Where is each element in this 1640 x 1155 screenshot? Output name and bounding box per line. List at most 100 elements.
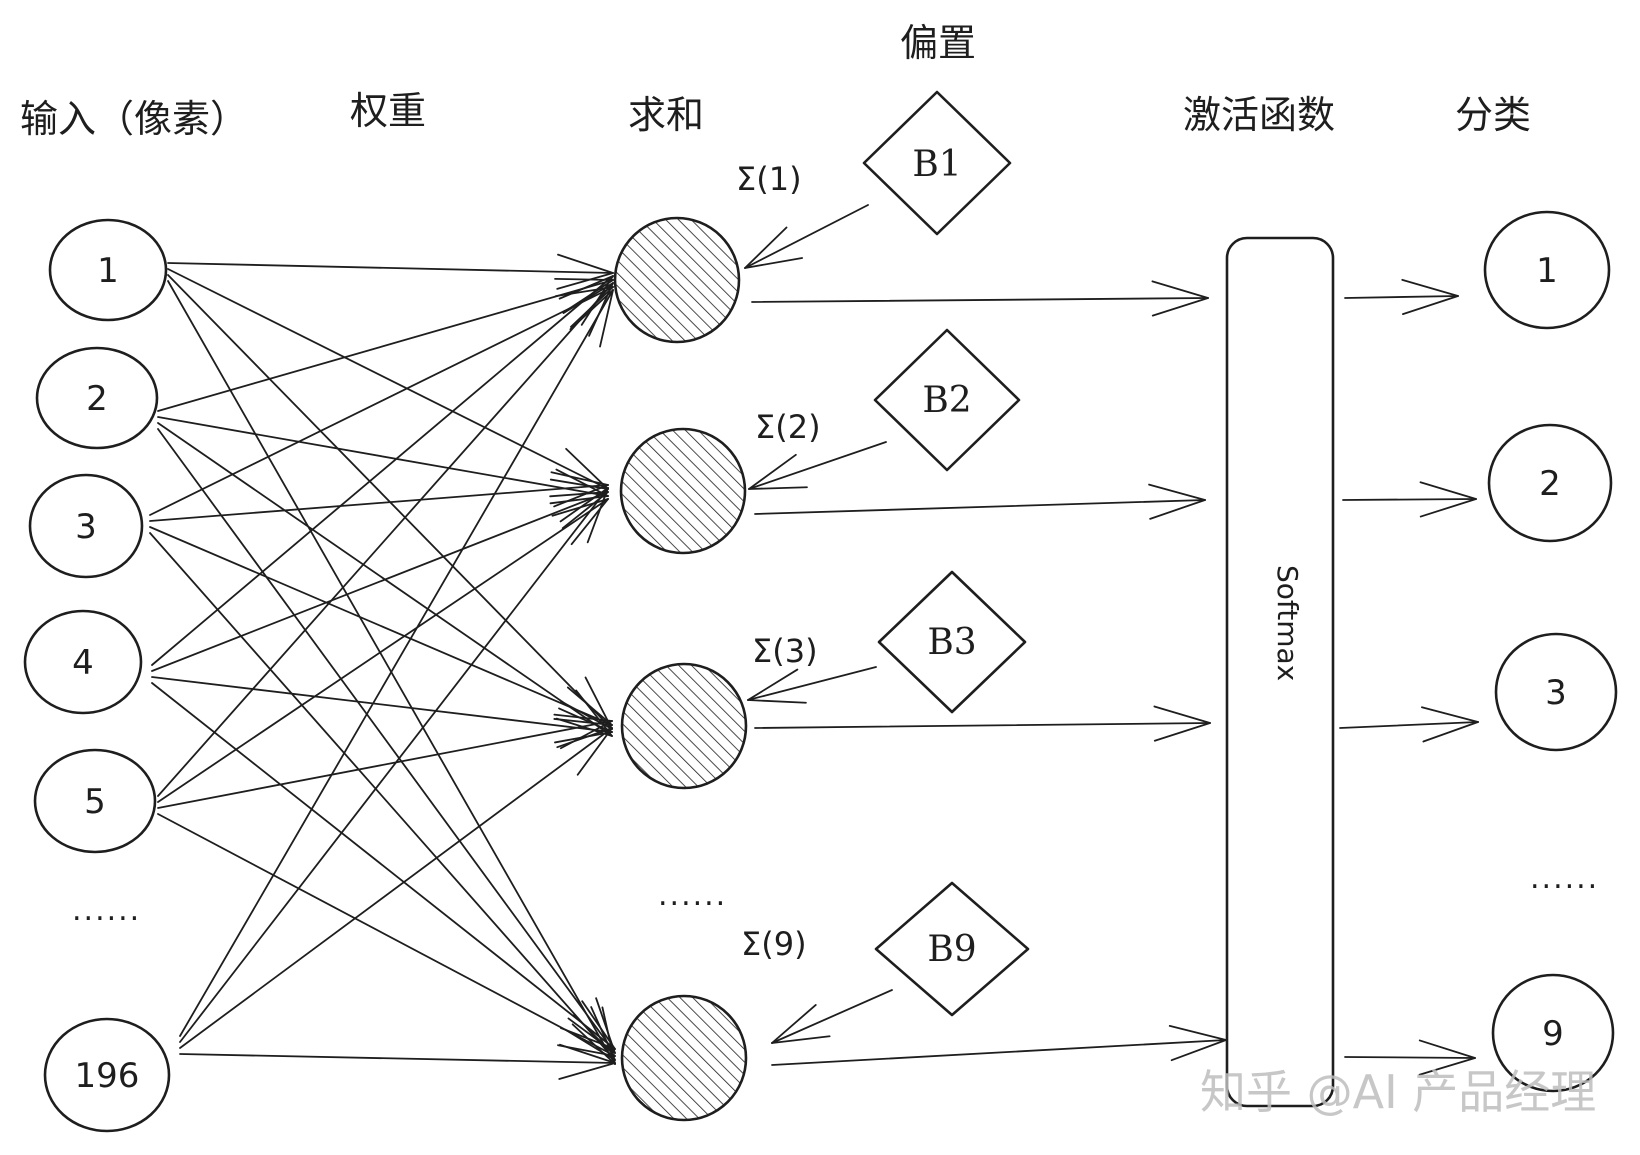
bias-to-sum-arrow-head: [744, 257, 804, 269]
weight-connection-head: [558, 707, 613, 733]
weight-connection: [151, 491, 609, 672]
sum-node: Σ(9): [620, 925, 807, 1122]
weight-connection-head: [569, 289, 614, 331]
softmax-to-output-arrow-head: [1401, 278, 1459, 297]
input-node-label: 1: [97, 251, 119, 291]
bias-node: B1: [862, 90, 1012, 236]
output-node-label: 3: [1545, 673, 1567, 713]
bias-to-sum-arrow-head: [771, 1035, 831, 1044]
weight-connection: [149, 526, 613, 726]
softmax-to-output-arrow-head: [1418, 1057, 1476, 1076]
weight-connection-head: [555, 468, 609, 497]
bias-to-sum-arrow: [771, 989, 893, 1044]
weight-connection: [179, 727, 613, 1049]
weight-connection: [179, 487, 609, 1043]
sum-node-label: Σ(2): [755, 408, 821, 446]
softmax-to-output-arrow-head: [1420, 706, 1479, 723]
weight-connection-head: [599, 289, 614, 348]
output-node: 3: [1494, 632, 1618, 752]
flow-arrows: [744, 204, 1479, 1076]
output-layer: 1 2 3 ...... 9: [1483, 210, 1618, 1093]
input-layer: 1 2 3 4 5 ...... 196: [23, 218, 171, 1133]
sum-to-softmax-arrow: [751, 297, 1209, 303]
header-input: 输入（像素）: [20, 97, 248, 141]
weight-connection: [157, 416, 609, 497]
weight-connections: [149, 253, 616, 1080]
weight-connection: [179, 1053, 616, 1064]
weight-connection-head: [576, 727, 613, 776]
softmax-to-output-arrow: [1344, 295, 1459, 299]
softmax-to-output-arrow: [1344, 1056, 1476, 1059]
bias-node: B3: [877, 570, 1027, 714]
output-node-label: 2: [1539, 464, 1561, 504]
output-node: 2: [1487, 423, 1613, 543]
sum-to-softmax-arrow-head: [1151, 297, 1209, 317]
output-node: 9: [1491, 973, 1615, 1093]
sum-to-softmax-arrow-head: [1151, 280, 1209, 299]
bias-to-sum-arrow-head: [747, 668, 799, 701]
output-node-label: 9: [1542, 1014, 1564, 1054]
bias-node-label: B1: [912, 144, 961, 185]
input-node: 2: [35, 346, 159, 450]
bias-to-sum-arrow-head: [748, 486, 808, 490]
bias-node: B2: [873, 328, 1021, 472]
input-node: 4: [23, 609, 143, 715]
sum-to-softmax-arrow: [771, 1039, 1227, 1066]
weight-connection-head: [556, 272, 614, 290]
header-weights: 权重: [350, 89, 426, 133]
weight-connection-head: [558, 1062, 616, 1080]
softmax-to-output-arrow-head: [1419, 498, 1477, 518]
softmax-to-output-arrow-head: [1422, 721, 1479, 743]
weight-connection: [151, 682, 616, 1050]
input-node-label: 5: [84, 782, 106, 822]
weight-connection-head: [549, 491, 609, 498]
weight-connection-head: [566, 686, 613, 726]
weight-connection-head: [553, 713, 613, 722]
bias-to-sum-arrow: [747, 666, 877, 701]
bias-layer: B1 B2 B3 B9: [862, 90, 1030, 1017]
bias-to-sum-arrow-head: [748, 453, 797, 490]
weight-connection: [167, 262, 614, 274]
weight-connection-head: [581, 1000, 616, 1050]
sum-to-softmax-arrow-head: [1149, 499, 1206, 520]
weight-connection-head: [573, 1014, 616, 1057]
bias-to-sum-arrow-head: [744, 226, 788, 269]
input-node: 196: [43, 1017, 171, 1133]
input-node: 3: [28, 473, 144, 579]
weight-connection: [157, 279, 614, 412]
softmax-to-output-arrow-head: [1402, 295, 1459, 316]
input-node-label: 4: [72, 643, 94, 683]
sum-to-softmax-arrow: [754, 722, 1211, 729]
weight-connection: [151, 275, 614, 666]
output-node: 1: [1483, 210, 1611, 330]
bias-node-label: B9: [927, 929, 976, 970]
bias-node: B9: [874, 881, 1030, 1017]
header-activation: 激活函数: [1183, 93, 1335, 137]
bias-to-sum-arrow: [744, 204, 869, 269]
sum-to-softmax-arrow-head: [1170, 1039, 1227, 1062]
weight-connection: [149, 286, 614, 516]
weight-connection-head: [549, 495, 609, 505]
bias-to-sum-arrow-head: [771, 1004, 817, 1044]
weight-connection-head: [556, 727, 613, 749]
watermark: 知乎 @AI 产品经理: [1200, 1065, 1596, 1119]
weight-connection-head: [565, 447, 609, 490]
softmax-to-output-arrow: [1339, 721, 1479, 729]
sum-to-softmax-arrow-head: [1148, 483, 1206, 501]
softmax-to-output-arrow-head: [1419, 481, 1477, 500]
sum-node-label: Σ(1): [736, 160, 802, 198]
header-sum: 求和: [628, 93, 704, 137]
weight-connection: [157, 498, 609, 803]
weight-connection-head: [550, 471, 609, 486]
weight-connection-head: [562, 282, 614, 314]
softmax-box: Softmax: [1225, 236, 1335, 1108]
output-node-label: 1: [1536, 251, 1558, 291]
output-ellipsis: ......: [1530, 861, 1599, 896]
weight-connection-head: [553, 718, 613, 726]
sum-node-label: Σ(9): [741, 925, 807, 963]
sum-node-label: Σ(3): [752, 632, 818, 670]
header-bias: 偏置: [900, 21, 976, 65]
sum-node: Σ(3): [620, 632, 818, 790]
bias-node-label: B3: [927, 622, 976, 663]
